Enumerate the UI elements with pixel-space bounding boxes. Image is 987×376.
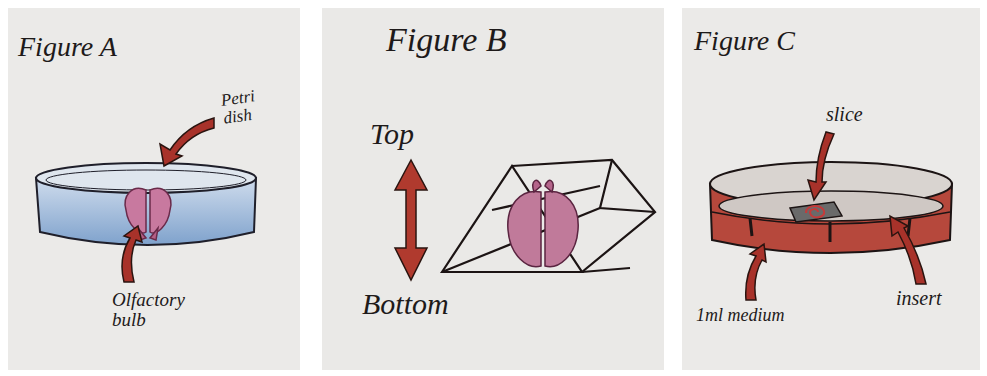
callout-label: 1ml medium xyxy=(696,306,826,325)
figure-title: Figure B xyxy=(386,22,606,58)
tissue-block xyxy=(442,160,655,272)
callout-label: Olfactory bulb xyxy=(112,290,208,330)
brain-drawing xyxy=(508,180,578,266)
petri-dish xyxy=(36,163,256,245)
leader-arrow xyxy=(122,118,214,282)
paper-panel xyxy=(682,8,980,370)
callout-label: insert xyxy=(896,288,976,309)
figure-title: Figure C xyxy=(694,26,854,55)
orientation-label: Top xyxy=(370,118,460,150)
orientation-arrow xyxy=(395,160,427,280)
paper-panel xyxy=(8,8,300,370)
paper-panel xyxy=(322,8,664,370)
callout-label: slice xyxy=(826,104,906,125)
orientation-label: Bottom xyxy=(362,288,502,320)
leader-arrow xyxy=(746,132,926,300)
tissue-slice xyxy=(790,202,842,222)
culture-dish xyxy=(710,162,952,253)
figure-title: Figure A xyxy=(18,32,178,61)
